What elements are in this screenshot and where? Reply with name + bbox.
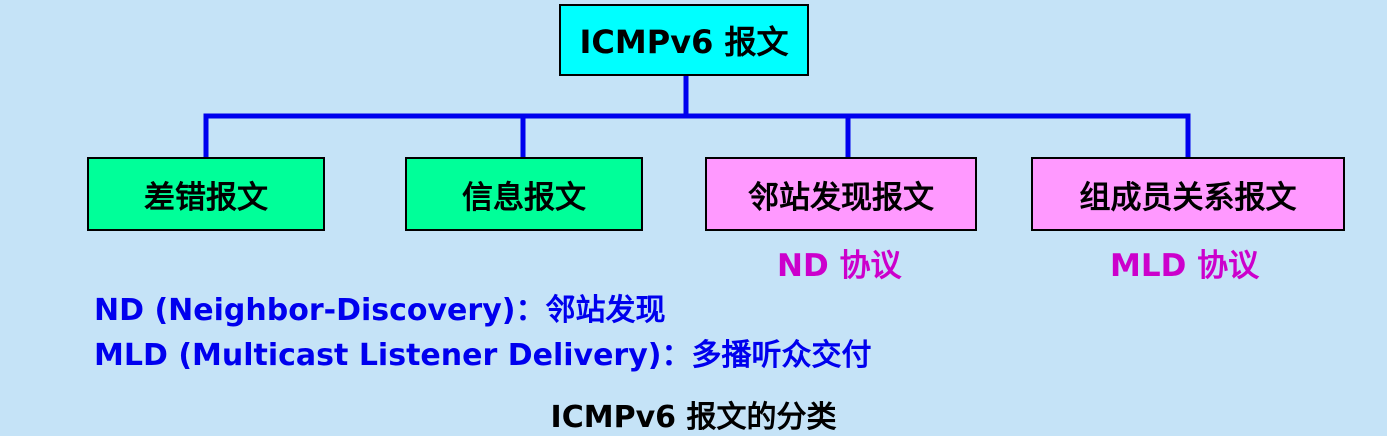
protocol-label-mld: MLD 协议 [1110,248,1260,284]
node-error-messages: 差错报文 [87,157,325,231]
node-label: 差错报文 [144,179,268,216]
node-info-messages: 信息报文 [405,157,643,231]
node-group-membership-messages: 组成员关系报文 [1031,157,1345,231]
node-label: 信息报文 [462,179,586,216]
note-nd-definition: ND (Neighbor-Discovery)：邻站发现 [94,293,666,328]
root-node-icmpv6-messages: ICMPv6 报文 [559,4,809,76]
protocol-label-nd: ND 协议 [777,248,902,284]
root-node-label: ICMPv6 报文 [579,23,789,61]
node-neighbor-discovery-messages: 邻站发现报文 [705,157,977,231]
figure-caption: ICMPv6 报文的分类 [550,400,837,435]
node-label: 组成员关系报文 [1079,179,1297,216]
node-label: 邻站发现报文 [748,179,934,216]
note-mld-definition: MLD (Multicast Listener Delivery)：多播听众交付 [94,338,872,373]
